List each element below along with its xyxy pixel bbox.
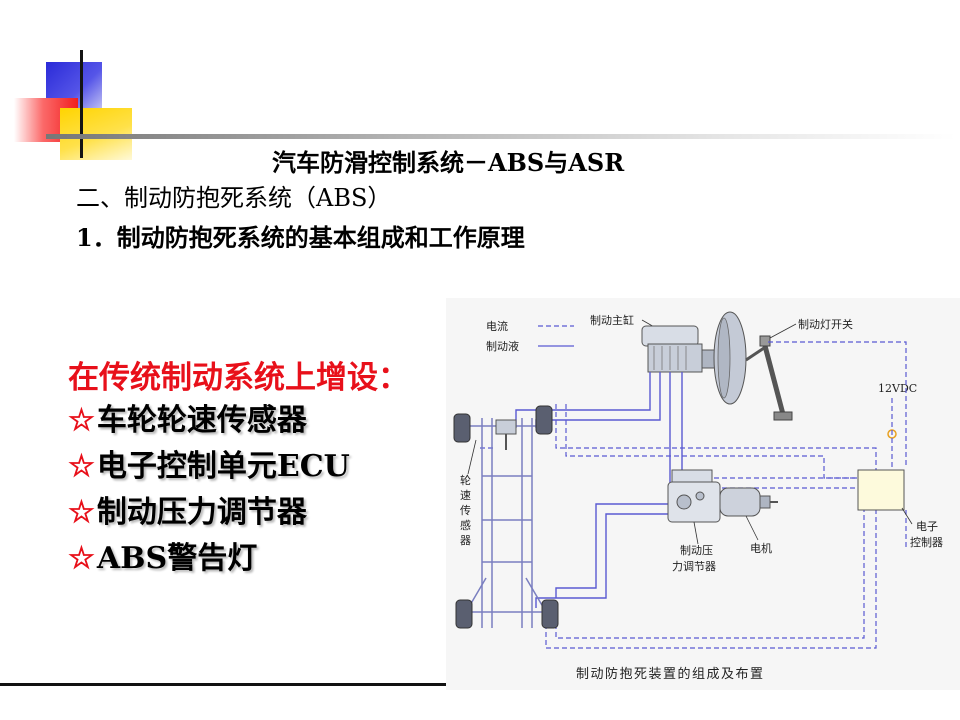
brake-light-switch-label: 制动灯开关 [798,317,853,331]
star-icon: ☆ [68,495,95,530]
front-left-wheel-icon [453,413,471,443]
wheel-sensor-leader [467,439,477,475]
master-cylinder-icon [641,325,717,373]
ecu-box-icon [857,469,905,511]
list-item-text: 制动压力调节器 [96,495,307,530]
abs-diagram-svg: 电流 制动液 制动主缸 制动灯开关 12VDC [453,311,943,682]
star-icon: ☆ [68,449,95,484]
front-axle-icon [495,419,517,450]
title-rule [46,134,956,139]
star-icon: ☆ [68,541,95,576]
section-heading: 二、制动防抱死系统（ABS） [76,184,392,212]
motor-label: 电机 [750,541,772,555]
ecu-label-line1: 电子 [916,520,938,533]
wheel-sensor-label-char: 轮 [460,473,471,487]
intro-line: 在传统制动系统上增设： [68,360,409,396]
footer-rule [0,683,446,686]
ecu-leader [901,507,913,525]
svg-text:轮速传感器: 轮速传感器 [460,473,471,547]
vehicle-chassis [465,418,547,628]
list-item: ☆制动压力调节器 [68,490,350,536]
wheel-sensor-label-char: 器 [460,534,471,547]
brake-pedal-icon [745,335,793,421]
diagram-caption: 制动防抱死装置的组成及布置 [576,666,765,682]
subsection-heading: 1．制动防抱死系统的基本组成和工作原理 [76,223,525,252]
modulator-label-line1: 制动压 [680,544,713,557]
list-item: ☆车轮轮速传感器 [68,398,350,444]
brake-booster-icon [713,311,747,405]
decor-vertical-rule [80,50,83,158]
legend-current-label: 电流 [486,319,508,333]
legend-fluid-label: 制动液 [486,339,519,353]
modulator-leader [693,521,699,545]
rear-left-wheel-icon [455,599,473,629]
rear-right-wheel-icon [541,599,559,629]
list-item: ☆电子控制单元ECU [68,444,350,490]
master-cylinder-label: 制动主缸 [590,313,634,327]
list-item: ☆ABS警告灯 [68,536,350,582]
abs-layout-diagram: 电流 制动液 制动主缸 制动灯开关 12VDC [446,298,960,690]
pressure-modulator-icon [667,469,778,523]
list-item-text: ABS警告灯 [96,541,258,576]
star-icon: ☆ [68,403,95,438]
motor-leader [745,515,759,541]
wheel-sensor-label-char: 速 [460,489,471,502]
list-item-text: 电子控制单元ECU [96,449,350,484]
list-item-text: 车轮轮速传感器 [96,403,307,438]
component-list: ☆车轮轮速传感器 ☆电子控制单元ECU ☆制动压力调节器 ☆ABS警告灯 [68,398,350,582]
brake-light-switch-leader [769,323,797,339]
brake-fluid-lines [515,372,683,608]
wheel-sensor-label-char: 传 [460,504,471,517]
front-right-wheel-icon [535,405,553,435]
modulator-label-line2: 力调节器 [672,560,716,573]
page-title: 汽车防滑控制系统－ABS与ASR [272,148,625,177]
wheel-sensor-label: 轮速传感器 [460,473,471,547]
ecu-label-line2: 控制器 [910,535,943,549]
wheel-sensor-label-char: 感 [460,519,471,532]
voltage-label: 12VDC [878,382,917,395]
